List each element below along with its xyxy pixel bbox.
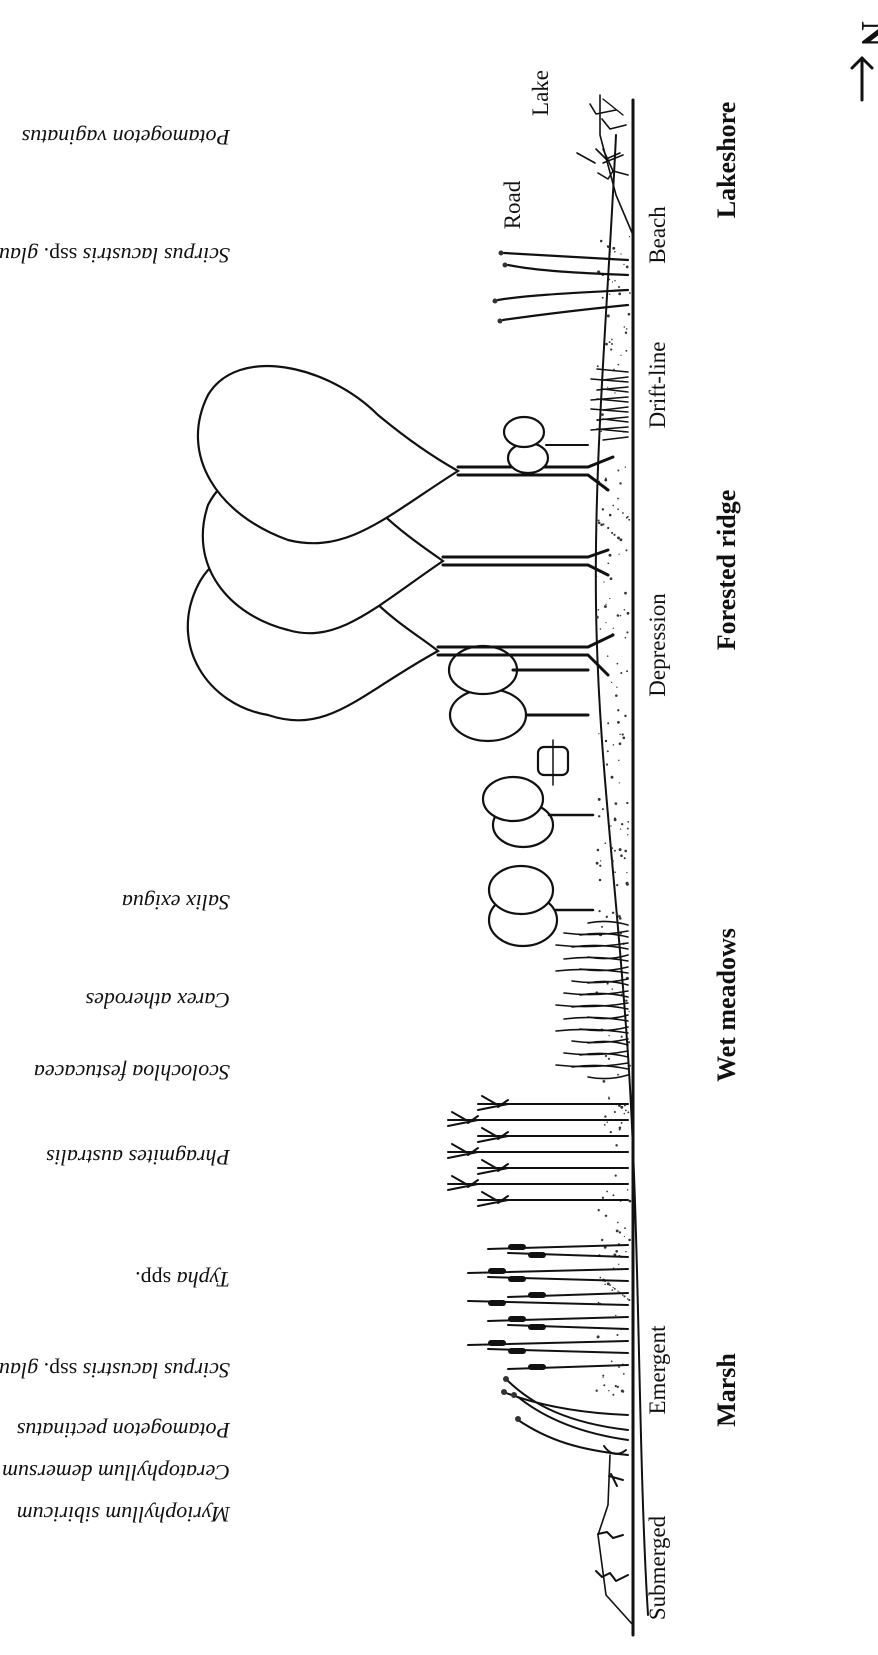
zone-label-wet-meadows: Wet meadows (712, 928, 741, 1082)
species-label-carex: Carex atherodes (86, 988, 230, 1013)
phragmites-plants (448, 1096, 628, 1206)
zone-label-forested-ridge: Forested ridge (712, 490, 741, 651)
species-label-myriophyllum: Myriophyllum sibiricum (17, 1502, 231, 1527)
species-label-ceratophyllum: Ceratophyllum demersum (2, 1460, 230, 1485)
subzone-label-submerged: Submerged (645, 1515, 670, 1620)
landmark-label-road: Road (500, 180, 525, 229)
arrow-up-icon (852, 58, 872, 100)
typha-plants (468, 1244, 628, 1370)
species-label-salix: Salix exigua (122, 890, 230, 915)
species-label-scirpus-marsh: Scirpus lacustris ssp. glaucus (0, 1358, 230, 1383)
subzone-label-drift-line: Drift-line (645, 342, 670, 429)
subzone-label-depression: Depression (645, 593, 670, 697)
meadow-grasses (556, 921, 628, 1078)
species-label-phragmites: Phragmites australis (46, 1145, 231, 1170)
species-labels: Myriophyllum sibiricum Ceratophyllum dem… (0, 125, 231, 1527)
subzone-label-beach: Beach (645, 206, 670, 264)
zone-labels: Marsh Wet meadows Forested ridge Lakesho… (712, 102, 741, 1427)
driftline-grasses (591, 369, 628, 440)
subzone-labels: Submerged Emergent Depression Drift-line… (645, 206, 670, 1620)
species-label-scirpus-lake: Scirpus lacustris ssp. glaucus (0, 243, 230, 268)
landmark-labels: Road Lake (500, 70, 553, 229)
zone-label-marsh: Marsh (712, 1353, 741, 1427)
scirpus-marsh-plants (501, 1376, 628, 1455)
species-label-scolochloa: Scolochloa festucacea (34, 1060, 230, 1085)
ground-profile (596, 95, 648, 1635)
zone-label-lakeshore: Lakeshore (712, 102, 741, 219)
north-label: N (854, 21, 878, 47)
salix-shrubs (483, 740, 593, 946)
species-label-typha: Typha spp. (135, 1267, 230, 1292)
ridge-trees (188, 366, 613, 741)
north-marker: N (852, 21, 878, 100)
species-label-potamogeton-pectinatus: Potamogeton pectinatus (17, 1418, 231, 1443)
subzone-label-emergent: Emergent (645, 1325, 670, 1415)
landmark-label-lake: Lake (528, 70, 553, 116)
species-label-potamogeton-vaginatus: Potamogeton vaginatus (22, 125, 231, 150)
